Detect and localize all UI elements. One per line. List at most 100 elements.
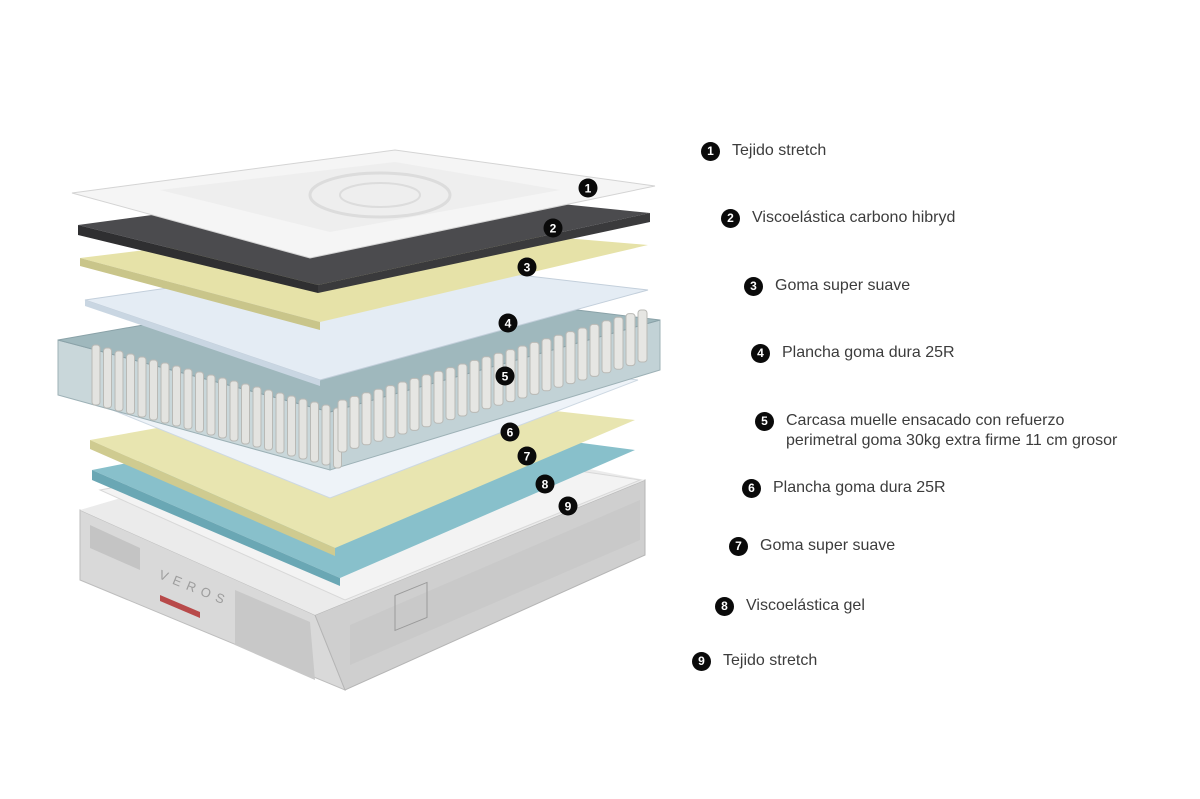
legend-item-7: 7 Goma super suave — [729, 537, 895, 556]
spring-coil — [409, 377, 420, 431]
legend-label: Carcasa muelle ensacado con refuerzo peri… — [786, 411, 1117, 451]
legend-label: Goma super suave — [775, 276, 910, 296]
spring-coil — [149, 359, 158, 421]
legend-item-1: 1 Tejido stretch — [701, 142, 826, 161]
legend-item-3: 3 Goma super suave — [744, 277, 910, 296]
spring-coil — [218, 377, 227, 439]
spring-coil — [445, 367, 456, 421]
layer-9-marker: 9 — [558, 496, 578, 516]
spring-coil — [241, 383, 250, 445]
marker-number: 8 — [542, 478, 549, 492]
spring-coil — [287, 395, 296, 457]
spring-coil — [373, 388, 384, 442]
spring-coil — [252, 386, 262, 448]
legend-item-8: 8 Viscoelástica gel — [715, 597, 865, 616]
legend-item-4: 4 Plancha goma dura 25R — [751, 344, 955, 363]
legend-number-badge: 4 — [751, 344, 770, 363]
spring-coil — [529, 341, 540, 395]
spring-coil — [229, 380, 239, 442]
legend-label: Tejido stretch — [732, 141, 826, 161]
spring-coil — [160, 362, 170, 424]
legend-item-5: 5 Carcasa muelle ensacado con refuerzo per… — [755, 412, 1117, 451]
legend-label-line: Goma super suave — [760, 537, 896, 554]
marker-number: 9 — [565, 500, 572, 514]
spring-coil — [337, 399, 348, 453]
marker-number: 3 — [524, 261, 531, 275]
spring-coil — [91, 344, 101, 406]
legend-label-line: perimetral goma 30kg extra firme 11 cm g… — [786, 432, 1118, 449]
layer-4-marker: 4 — [498, 313, 518, 333]
legend-number-badge: 7 — [729, 537, 748, 556]
spring-coil — [541, 338, 552, 392]
legend-label-line: Viscoelástica gel — [746, 597, 865, 614]
layer-2-marker: 2 — [543, 218, 563, 238]
spring-coil — [114, 350, 124, 412]
spring-coil — [601, 320, 612, 374]
layer-1-marker: 1 — [578, 178, 598, 198]
marker-number: 1 — [585, 182, 592, 196]
legend-item-6: 6 Plancha goma dura 25R — [742, 479, 946, 498]
legend-number-badge: 5 — [755, 412, 774, 431]
layer-7-marker: 7 — [517, 446, 537, 466]
spring-coil — [565, 331, 576, 385]
legend-item-9: 9 Tejido stretch — [692, 652, 817, 671]
spring-coil — [183, 368, 193, 430]
legend-number-badge: 8 — [715, 597, 734, 616]
legend-number-badge: 6 — [742, 479, 761, 498]
legend-label: Plancha goma dura 25R — [773, 478, 946, 498]
spring-coil — [206, 374, 216, 436]
legend-label-line: Viscoelástica carbono hibryd — [752, 209, 956, 226]
marker-number: 5 — [502, 370, 509, 384]
legend-number-badge: 9 — [692, 652, 711, 671]
spring-coil — [172, 365, 181, 427]
spring-coil — [195, 371, 204, 433]
spring-coil — [349, 395, 360, 449]
legend-number-badge: 2 — [721, 209, 740, 228]
spring-coil — [126, 353, 135, 415]
legend-label: Viscoelástica gel — [746, 596, 865, 616]
spring-coil — [385, 385, 396, 439]
spring-coil — [433, 370, 444, 424]
legend-label-line: Plancha goma dura 25R — [782, 344, 955, 361]
legend-label-line: Tejido stretch — [723, 652, 818, 669]
marker-number: 2 — [550, 222, 557, 236]
marker-number: 6 — [507, 426, 514, 440]
legend-label: Plancha goma dura 25R — [782, 343, 955, 363]
legend-label: Goma super suave — [760, 536, 895, 556]
legend-number-badge: 1 — [701, 142, 720, 161]
layer-6-marker: 6 — [500, 422, 520, 442]
layer-3-marker: 3 — [517, 257, 537, 277]
spring-coil — [637, 309, 648, 363]
spring-coil — [310, 401, 319, 463]
spring-coil — [481, 356, 492, 410]
spring-coil — [613, 316, 624, 370]
spring-coil — [264, 389, 273, 451]
spring-coil — [577, 327, 588, 381]
spring-coil — [553, 334, 564, 388]
spring-coil — [457, 363, 468, 417]
legend-label-line: Carcasa muelle ensacado con refuerzo — [786, 412, 1065, 429]
spring-coil — [589, 323, 600, 377]
layer-8-marker: 8 — [535, 474, 555, 494]
legend-label-line: Tejido stretch — [732, 142, 827, 159]
legend-label-line: Goma super suave — [775, 277, 911, 294]
spring-coil — [275, 392, 285, 454]
legend-item-2: 2 Viscoelástica carbono hibryd — [721, 209, 955, 228]
spring-coil — [321, 404, 331, 466]
marker-number: 4 — [505, 317, 512, 331]
marker-number: 7 — [524, 450, 531, 464]
spring-coil — [421, 374, 432, 428]
legend-label: Tejido stretch — [723, 651, 817, 671]
spring-coil — [469, 359, 480, 413]
legend-label-line: Plancha goma dura 25R — [773, 479, 946, 496]
layer-5-marker: 5 — [495, 366, 515, 386]
spring-coil — [397, 381, 408, 435]
spring-coil — [625, 313, 636, 367]
spring-coil — [361, 392, 372, 446]
legend-number-badge: 3 — [744, 277, 763, 296]
spring-coil — [137, 356, 147, 418]
spring-coil — [517, 345, 528, 399]
legend-label: Viscoelástica carbono hibryd — [752, 208, 955, 228]
